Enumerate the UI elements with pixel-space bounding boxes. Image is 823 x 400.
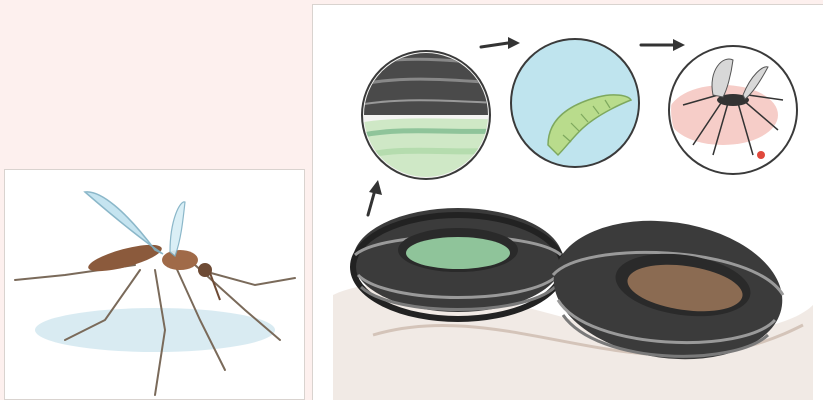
mosquito-illustration-panel [4,169,305,400]
breeding-cycle-panel [312,4,823,400]
arrow-icon [641,39,685,51]
breeding-cycle-illustration [313,5,823,400]
tire-icon [353,208,563,319]
arrow-icon [368,180,382,215]
larva-icon [511,39,639,167]
arrow-icon [481,37,520,49]
mosquito-biting-icon [668,46,797,174]
mosquito-icon [5,170,305,400]
water-surface-icon [358,45,498,185]
